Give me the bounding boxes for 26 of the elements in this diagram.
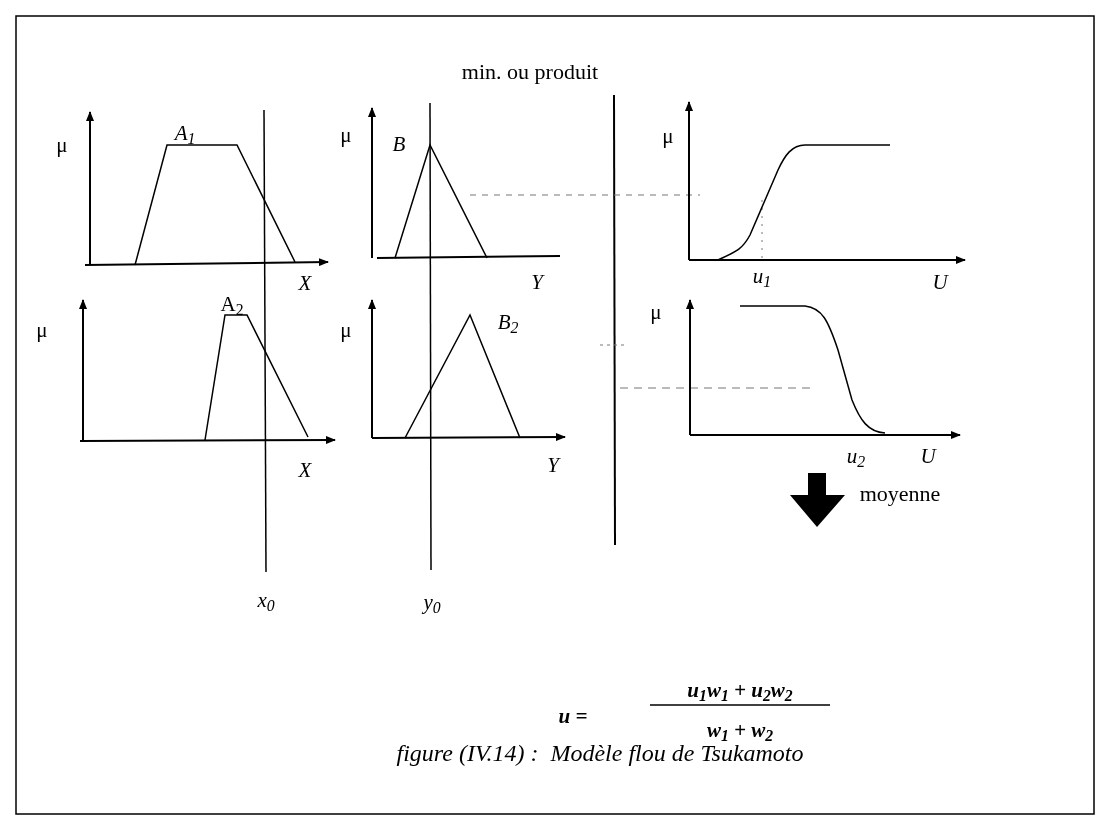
operator-label: moyenne: [859, 483, 941, 505]
set-label: B$_{2}$: [497, 311, 519, 333]
axis-label: X: [298, 272, 312, 294]
axis-label: μ: [662, 125, 674, 147]
formula-denominator: w$_{1}$ + w$_{2}$: [706, 719, 774, 741]
set-label: B: [392, 133, 406, 155]
set-label: A$_{2}$: [220, 293, 244, 315]
axis-label: Y: [531, 271, 543, 293]
axis-label: U: [932, 271, 948, 293]
axis-label: μ: [36, 319, 48, 341]
figure-caption: figure (IV.14) : Modèle flou de Tsukamoto: [396, 741, 804, 765]
set-label: A$_{1}$: [174, 122, 196, 144]
axis-label: Y: [547, 454, 559, 476]
formula-text: u =: [558, 705, 588, 727]
axis-label: μ: [340, 124, 352, 146]
axis-label: μ: [340, 319, 352, 341]
formula-numerator: u$_{1}$w$_{1}$ + u$_{2}$w$_{2}$: [687, 679, 793, 701]
input-value-label: y$_{0}$: [423, 591, 441, 613]
axis-label: U: [920, 445, 936, 467]
operator-label: min. ou produit: [461, 61, 599, 83]
input-value-label: x$_{0}$: [257, 589, 275, 611]
axis-label: μ: [56, 134, 68, 156]
axis-label: u$_{1}$: [752, 265, 772, 287]
axis-label: X: [298, 459, 312, 481]
axis-label: u$_{2}$: [846, 445, 866, 467]
axis-label: μ: [650, 301, 662, 323]
